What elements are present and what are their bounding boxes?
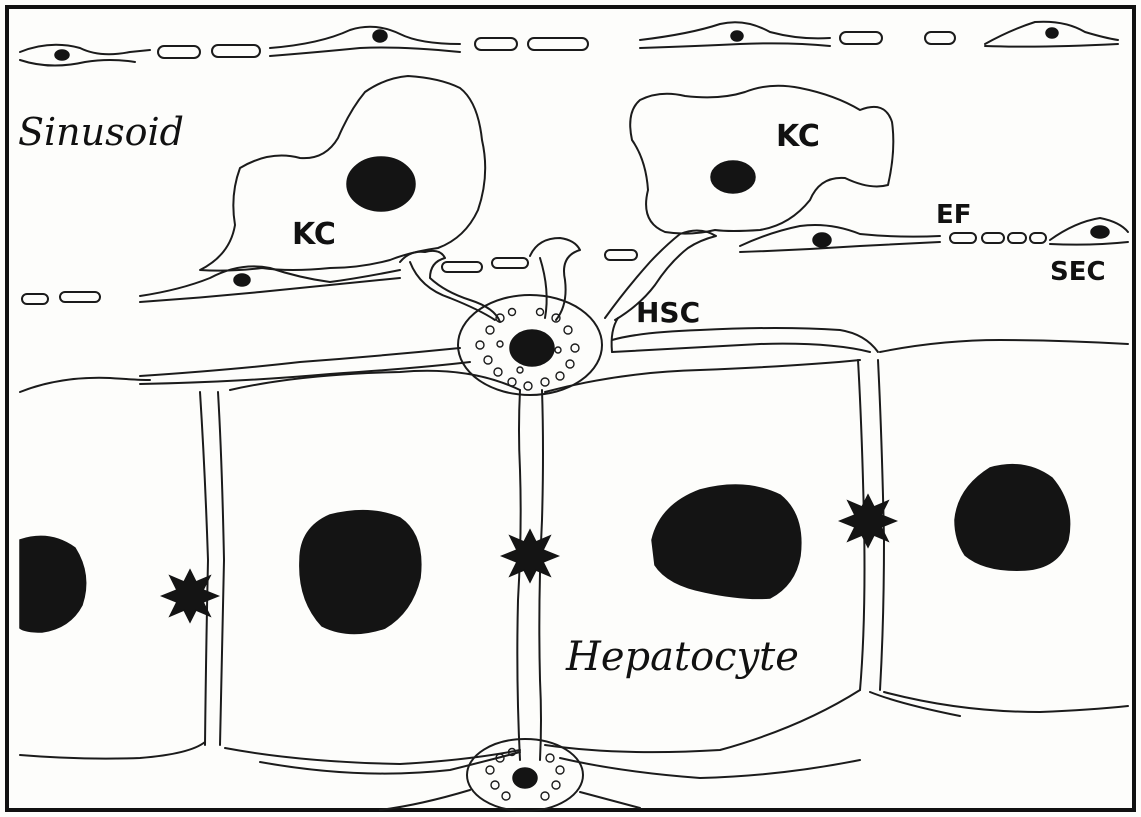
hsc-nucleus bbox=[513, 768, 537, 788]
label-kc-right: KC bbox=[776, 119, 820, 154]
cell-junction bbox=[840, 495, 896, 547]
label-kc-left: KC bbox=[292, 217, 336, 252]
sec-nucleus bbox=[1046, 28, 1058, 38]
kupffer-cell-nucleus bbox=[711, 161, 755, 193]
cell-junction bbox=[502, 530, 558, 582]
cell-junction bbox=[162, 570, 218, 622]
label-sinusoid: Sinusoid bbox=[18, 110, 184, 154]
sec-nucleus bbox=[373, 30, 387, 42]
sec-nucleus bbox=[813, 233, 831, 247]
sec-nucleus bbox=[55, 50, 69, 60]
sec-nucleus bbox=[1091, 226, 1109, 238]
label-sec: SEC bbox=[1050, 257, 1106, 287]
kupffer-cell-nucleus bbox=[347, 157, 415, 211]
sec-nucleus bbox=[731, 31, 743, 41]
label-ef: EF bbox=[936, 200, 972, 230]
label-hepatocyte: Hepatocyte bbox=[565, 634, 799, 680]
hsc-nucleus bbox=[510, 330, 554, 366]
sec-nucleus bbox=[234, 274, 250, 286]
label-hsc: HSC bbox=[636, 296, 700, 329]
